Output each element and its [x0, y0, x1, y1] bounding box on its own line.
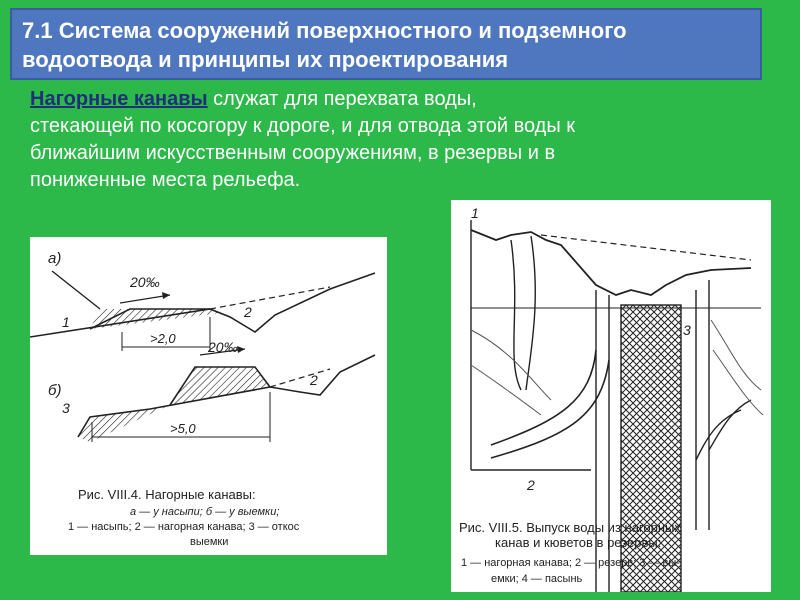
- top-profile-fig2: [470, 229, 752, 296]
- dim-label-a: >2,0: [150, 331, 176, 346]
- slope-arrow-head-b: [237, 346, 245, 353]
- num-2-b: 2: [309, 372, 318, 388]
- paragraph-line-3: ближайшим искусственным сооружениям, в р…: [30, 142, 556, 164]
- dashed-top-fig2: [540, 234, 752, 261]
- slope-label-a: 20‰: [129, 274, 160, 290]
- figure-water-outlet: 1 3 2 Рис. VIII.5. Выпуск воды из нагорн…: [451, 200, 771, 592]
- caption-1-line-3: 1 — насыпь; 2 — нагорная канава; 3 — отк…: [68, 521, 300, 533]
- reserve-column: [620, 304, 682, 592]
- right-outlet-curves: [695, 399, 752, 461]
- figure-upland-ditches-drawing: а) 20‰ 1 2 >2,0 20‰ б) 3 2 >5,0 Рис. VII…: [30, 250, 376, 548]
- ground-line-a: [30, 272, 376, 338]
- caption-2-line-3: 1 — нагорная канава; 2 — резерв; 3 — вы-: [461, 557, 680, 569]
- slope-hatch-b: [78, 405, 170, 442]
- num-3: 3: [62, 400, 70, 416]
- caption-1-line-4: выемки: [190, 536, 228, 548]
- slope-arrow-a: [119, 294, 171, 304]
- num-2-fig2: 2: [526, 477, 535, 493]
- figure-water-outlet-drawing: 1 3 2 Рис. VIII.5. Выпуск воды из нагорн…: [459, 205, 764, 592]
- title-line-1: 7.1 Система сооружений поверхностного и …: [22, 18, 627, 43]
- slope-arrow-head-a: [162, 292, 170, 299]
- paragraph-line-1-rest: служат для перехвата воды,: [207, 88, 477, 110]
- caption-1-line-2: а — у насыпи; б — у выемки;: [130, 506, 279, 518]
- caption-2-line-2: канав и кюветов в резервы:: [495, 535, 661, 550]
- num-3-fig2: 3: [683, 322, 691, 338]
- title-line-2: водоотвода и принципы их проектирования: [22, 47, 509, 72]
- caption-1-line-1: Рис. VIII.4. Нагорные канавы:: [78, 487, 256, 502]
- slide-title: 7.1 Система сооружений поверхностного и …: [10, 8, 762, 80]
- paragraph-line-1: Нагорные канавы служат для перехвата вод…: [30, 86, 770, 113]
- left-contours: [470, 329, 552, 416]
- slope-arrow-b: [199, 348, 246, 356]
- cut-outline-b: [169, 366, 271, 406]
- intro-paragraph: Нагорные канавы служат для перехвата вод…: [30, 86, 770, 194]
- num-2-a: 2: [243, 304, 252, 320]
- caption-2-line-4: емки; 4 — пасынь: [491, 573, 583, 585]
- lower-outlet-curves: [490, 349, 610, 459]
- paragraph-line-4: пониженные места рельефа.: [30, 169, 301, 191]
- caption-2-line-1: Рис. VIII.5. Выпуск воды из нагорных: [459, 520, 681, 535]
- term-upland-ditches: Нагорные канавы: [30, 88, 208, 110]
- right-contours: [710, 319, 764, 416]
- embankment-outline-a: [89, 308, 210, 330]
- figure-upland-ditches: а) 20‰ 1 2 >2,0 20‰ б) 3 2 >5,0 Рис. VII…: [30, 237, 387, 555]
- embankment-hatch-a: [90, 309, 220, 329]
- ground-line-b: [77, 354, 376, 438]
- num-1-fig2: 1: [471, 205, 479, 221]
- label-b: б): [48, 382, 61, 399]
- paragraph-line-2: стекающей по косогору к дороге, и для от…: [30, 115, 575, 137]
- left-outlet-curves: [510, 235, 536, 391]
- embankment-slope-a: [51, 270, 101, 310]
- dim-label-b: >5,0: [170, 421, 196, 436]
- dashed-line-b: [269, 368, 331, 388]
- num-1: 1: [62, 314, 70, 330]
- label-a: а): [48, 250, 61, 267]
- cut-hatch-b: [170, 367, 270, 405]
- dashed-line-a: [209, 286, 331, 310]
